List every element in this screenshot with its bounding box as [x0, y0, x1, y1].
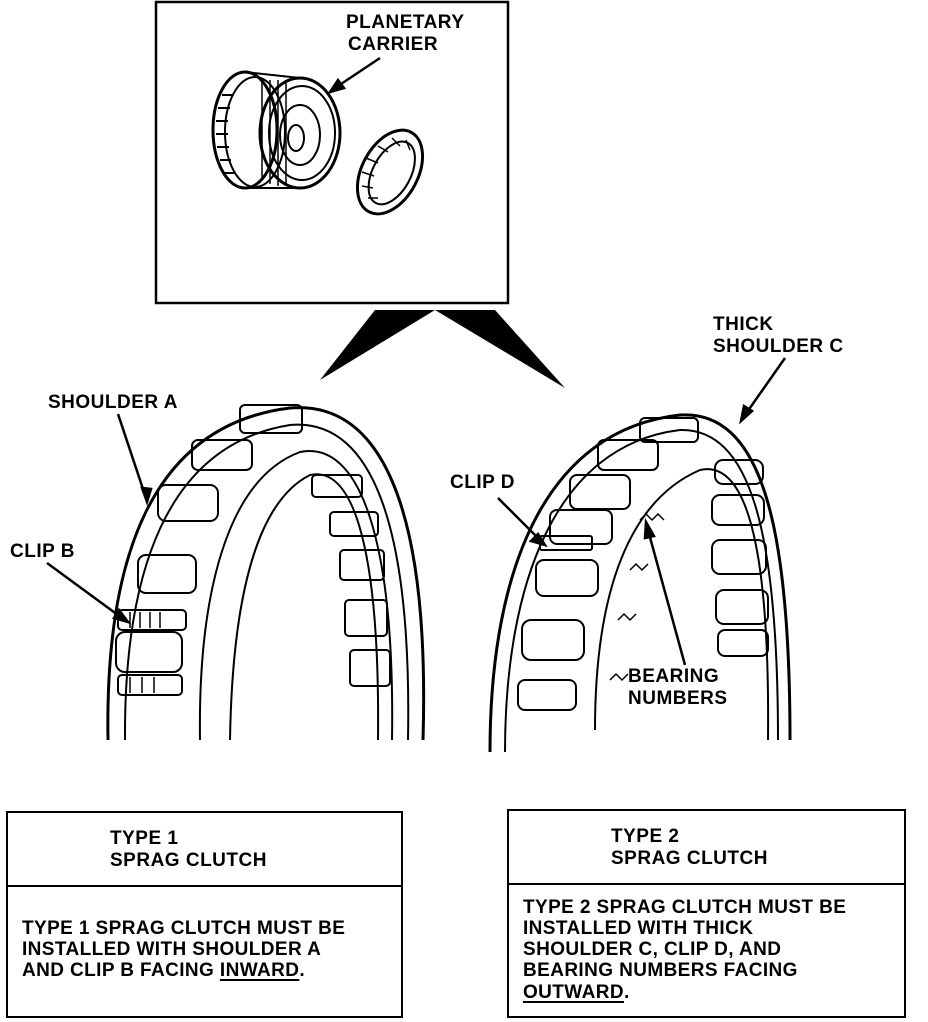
type2-info-box: TYPE 2 SPRAG CLUTCH TYPE 2 SPRAG CLUTCH …	[507, 809, 906, 1018]
clip-d-label: CLIP D	[450, 472, 515, 493]
planetary-carrier-label: PLANETARY CARRIER	[346, 12, 465, 55]
planetary-carrier-drawing	[211, 70, 425, 216]
clip-b-label: CLIP B	[10, 541, 75, 562]
type2-sprag-ring	[488, 413, 792, 753]
type2-body-line-2: INSTALLED WITH THICK	[523, 918, 754, 939]
type2-body-line-1: TYPE 2 SPRAG CLUTCH MUST BE	[523, 897, 847, 918]
type2-body-line-5: OUTWARD.	[523, 982, 630, 1003]
type2-title-cell: TYPE 2 SPRAG CLUTCH	[509, 811, 904, 885]
callout-wedge-right	[435, 310, 565, 388]
thick-shoulder-c-label: THICK SHOULDER C	[713, 314, 844, 357]
type2-emphasis: OUTWARD	[523, 982, 624, 1003]
leader-lines	[46, 56, 787, 666]
type1-body-line-2: INSTALLED WITH SHOULDER A	[22, 939, 322, 960]
type1-body-line-1: TYPE 1 SPRAG CLUTCH MUST BE	[22, 918, 346, 939]
type2-body-line-4: BEARING NUMBERS FACING	[523, 960, 798, 981]
type1-title-line-2: SPRAG CLUTCH	[110, 850, 267, 871]
callout-wedge-left	[320, 310, 435, 380]
type2-title-line-2: SPRAG CLUTCH	[611, 848, 768, 869]
type2-title-line-1: TYPE 2	[611, 826, 680, 847]
type1-title-cell: TYPE 1 SPRAG CLUTCH	[8, 813, 401, 887]
shoulder-a-label: SHOULDER A	[48, 392, 178, 413]
bearing-numbers-label: BEARING NUMBERS	[628, 666, 728, 709]
type1-emphasis: INWARD	[219, 960, 300, 981]
type1-body-line-3: AND CLIP B FACING INWARD.	[22, 960, 306, 981]
type1-title-line-1: TYPE 1	[110, 828, 179, 849]
type1-info-box: TYPE 1 SPRAG CLUTCH TYPE 1 SPRAG CLUTCH …	[6, 811, 403, 1018]
type1-sprag-ring	[106, 404, 426, 741]
type2-body-line-3: SHOULDER C, CLIP D, AND	[523, 939, 782, 960]
